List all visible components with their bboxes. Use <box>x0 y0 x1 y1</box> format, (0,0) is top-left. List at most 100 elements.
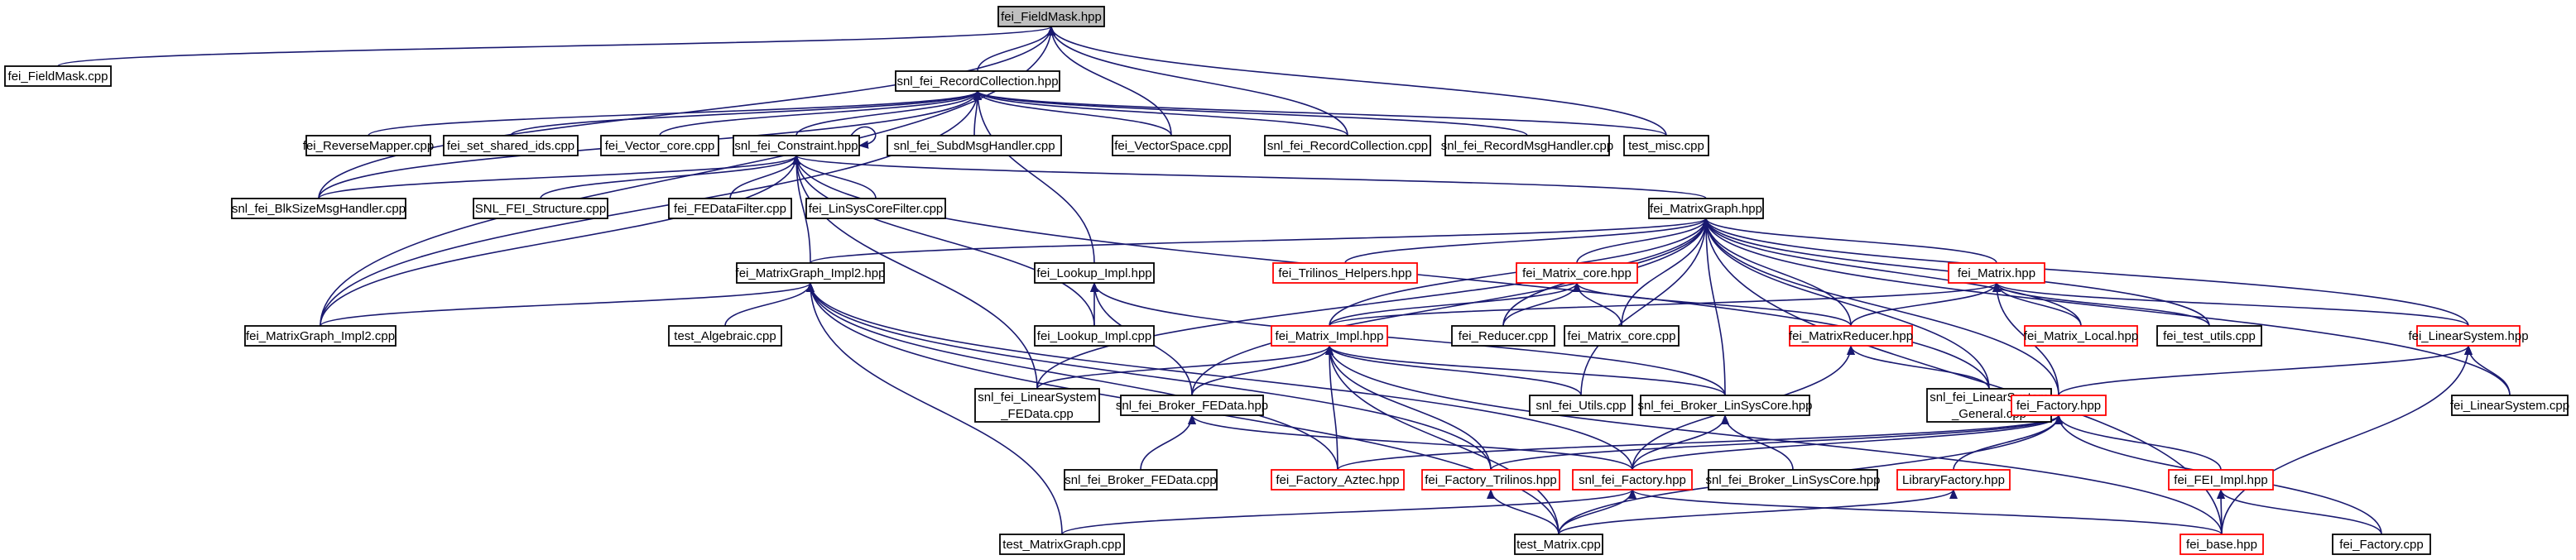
file-node-box <box>2168 469 2274 491</box>
file-node-box <box>1112 135 1231 156</box>
file-node[interactable]: fei_Matrix_Local.hpp <box>2024 325 2138 347</box>
include-edge <box>724 282 815 327</box>
file-node[interactable]: snl_fei_RecordMsgHandler.cpp <box>1441 135 1613 156</box>
file-node[interactable]: fei_MatrixGraph_Impl2.cpp <box>244 325 396 347</box>
file-node[interactable]: fei_test_utils.cpp <box>2156 325 2262 347</box>
file-node-box <box>1444 135 1610 156</box>
file-node-box <box>1271 469 1405 491</box>
file-node[interactable]: fei_MatrixGraph.hpp <box>1648 198 1764 219</box>
include-edge <box>1061 489 1636 535</box>
include-edge <box>1325 345 1582 396</box>
include-edge <box>2464 345 2511 396</box>
file-node-box <box>733 135 860 156</box>
file-node[interactable]: LibraryFactory.hpp <box>1896 469 2011 491</box>
include-edge <box>2058 345 2473 396</box>
file-node[interactable]: fei_Matrix_core.cpp <box>1564 325 1680 347</box>
file-node-label: SNL_FEI_Structure.cpp <box>475 202 606 216</box>
file-node[interactable]: fei_LinearSystem.cpp <box>2450 395 2569 416</box>
include-edge <box>1325 345 1338 471</box>
file-node[interactable]: fei_set_shared_ids.cpp <box>443 135 579 156</box>
file-node[interactable]: fei_Trilinos_Helpers.hpp <box>1272 262 1418 284</box>
file-node[interactable]: snl_fei_Constraint.hpp <box>733 135 860 156</box>
file-node[interactable]: fei_FieldMask.cpp <box>4 65 112 87</box>
file-node[interactable]: snl_fei_Broker_LinSysCore.hpp <box>1638 395 1813 416</box>
file-node[interactable]: fei_Factory_Trilinos.hpp <box>1421 469 1560 491</box>
file-node-label: snl_fei_BlkSizeMsgHandler.cpp <box>232 202 406 216</box>
file-node[interactable]: fei_base.hpp <box>2180 534 2264 555</box>
file-node[interactable]: test_MatrixGraph.cpp <box>999 534 1125 555</box>
include-edge <box>510 90 982 136</box>
include-edge <box>1344 218 1710 264</box>
file-node-box <box>1926 388 2052 423</box>
file-node-box <box>2416 325 2521 347</box>
file-node[interactable]: snl_fei_BlkSizeMsgHandler.cpp <box>231 198 406 219</box>
file-node[interactable]: fei_Vector_core.cpp <box>600 135 719 156</box>
file-node[interactable]: fei_Reducer.cpp <box>1451 325 1555 347</box>
file-node[interactable]: snl_fei_Broker_FEData.cpp <box>1064 469 1218 491</box>
file-node-label: fei_LinearSystem.hpp <box>2408 329 2528 343</box>
file-node-box <box>305 135 431 156</box>
include-edge <box>1850 282 2001 327</box>
include-edge <box>1702 218 2469 327</box>
file-node[interactable]: fei_LinearSystem.hpp <box>2408 325 2529 347</box>
file-node[interactable]: fei_VectorSpace.cpp <box>1112 135 1231 156</box>
file-node[interactable]: fei_Matrix_Impl.hpp <box>1271 325 1388 347</box>
file-node[interactable]: fei_Matrix_core.hpp <box>1516 262 1638 284</box>
file-node[interactable]: fei_MatrixReducer.hpp <box>1789 325 1913 347</box>
include-edge <box>792 155 877 199</box>
file-node[interactable]: fei_Factory.cpp <box>2332 534 2431 555</box>
file-node-box <box>2156 325 2262 347</box>
file-node-label: fei_Lookup_Impl.hpp <box>1036 266 1151 280</box>
file-node[interactable]: snl_fei_RecordCollection.cpp <box>1264 135 1431 156</box>
file-node[interactable]: fei_Lookup_Impl.cpp <box>1034 325 1155 347</box>
file-node-box <box>887 135 1062 156</box>
file-node[interactable]: snl_fei_Utils.cpp <box>1529 395 1633 416</box>
file-node-label: fei_FEI_Impl.hpp <box>2174 473 2267 487</box>
file-node[interactable]: snl_fei_LinearSystem_FEData.cpp <box>974 388 1100 423</box>
include-edge <box>318 155 800 199</box>
file-node-label: fei_Factory.hpp <box>2016 399 2101 413</box>
file-node[interactable]: fei_Factory.hpp <box>2011 395 2107 416</box>
file-node[interactable]: snl_fei_Broker_LinSysCore.hpp <box>1706 469 1881 491</box>
file-node-box <box>1640 395 1810 416</box>
file-node[interactable]: snl_fei_SubdMsgHandler.cpp <box>887 135 1062 156</box>
file-node-label: snl_fei_Utils.cpp <box>1536 399 1626 413</box>
file-node[interactable]: fei_LinSysCoreFilter.cpp <box>805 198 946 219</box>
file-node[interactable]: snl_fei_LinearSystem_General.cpp <box>1926 388 2052 423</box>
file-node-label: fei_Factory_Trilinos.hpp <box>1425 473 1557 487</box>
include-edge <box>1191 218 1710 396</box>
file-node[interactable]: fei_FEDataFilter.cpp <box>668 198 792 219</box>
include-edge <box>1490 414 2063 471</box>
include-edge <box>973 90 1095 264</box>
file-node[interactable]: test_Matrix.cpp <box>1514 534 1603 555</box>
file-node-box <box>895 70 1060 92</box>
file-node-label: fei_Matrix_core.cpp <box>1568 329 1676 343</box>
file-node[interactable]: fei_ReverseMapper.cpp <box>303 135 434 156</box>
file-node-box <box>2011 395 2107 416</box>
file-node-box <box>1572 469 1693 491</box>
file-node-box <box>668 325 782 347</box>
file-node[interactable]: snl_fei_Broker_FEData.hpp <box>1116 395 1268 416</box>
file-node-box <box>1516 262 1638 284</box>
include-edge <box>973 90 1667 136</box>
file-node[interactable]: SNL_FEI_Structure.cpp <box>473 198 608 219</box>
file-node: fei_FieldMask.hpp <box>997 6 1105 27</box>
file-node-box <box>805 198 946 219</box>
include-edge <box>540 155 800 199</box>
file-node[interactable]: test_Algebraic.cpp <box>668 325 782 347</box>
file-node-box <box>244 325 396 347</box>
file-node[interactable]: snl_fei_RecordCollection.hpp <box>895 70 1060 92</box>
file-node-label: snl_fei_LinearSystem <box>978 390 1096 404</box>
file-node-box <box>1034 262 1155 284</box>
file-node[interactable]: fei_Factory_Aztec.hpp <box>1271 469 1405 491</box>
file-node[interactable]: fei_MatrixGraph_Impl2.hpp <box>736 262 886 284</box>
include-edge <box>810 218 1710 264</box>
file-node-box <box>1264 135 1431 156</box>
file-node[interactable]: fei_Lookup_Impl.hpp <box>1034 262 1155 284</box>
file-node[interactable]: fei_FEI_Impl.hpp <box>2168 469 2274 491</box>
self-include-edge <box>850 126 877 149</box>
file-node[interactable]: test_misc.cpp <box>1623 135 1709 156</box>
file-node[interactable]: snl_fei_Factory.hpp <box>1572 469 1693 491</box>
file-node[interactable]: fei_Matrix.hpp <box>1948 262 2045 284</box>
file-node-label: fei_LinearSystem.cpp <box>2450 399 2569 413</box>
